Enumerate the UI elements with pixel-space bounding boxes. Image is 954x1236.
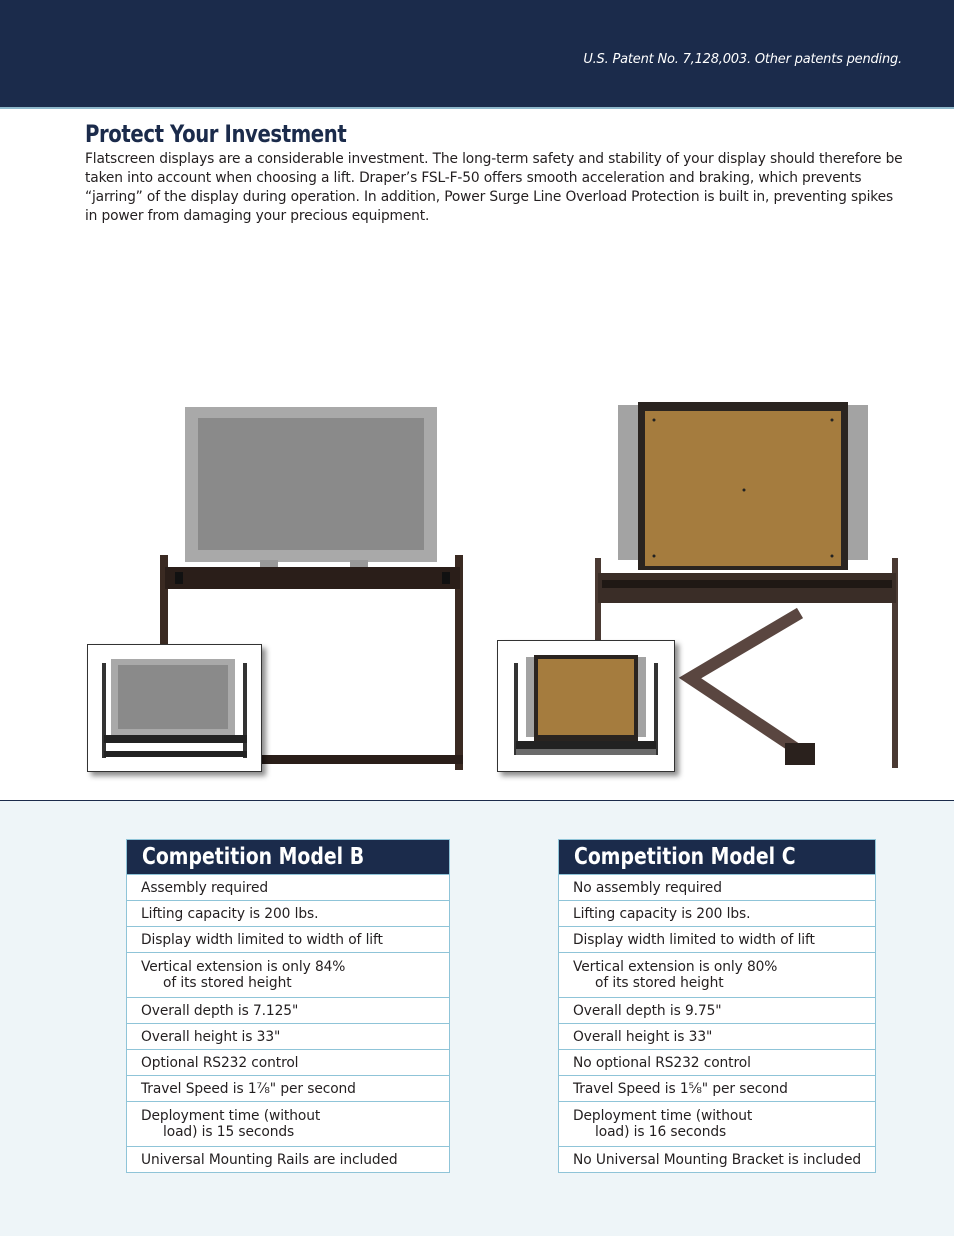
table-row: Universal Mounting Rails are included — [127, 1146, 449, 1172]
table-row: No optional RS232 control — [559, 1049, 875, 1075]
table-row: Overall depth is 7.125" — [127, 997, 449, 1023]
table-row: Overall depth is 9.75" — [559, 997, 875, 1023]
table-row: No assembly required — [559, 874, 875, 900]
table-title: Competition Model C — [559, 840, 875, 874]
table-title: Competition Model B — [127, 840, 449, 874]
model-c-thumbnail — [497, 640, 675, 772]
table-row: Optional RS232 control — [127, 1049, 449, 1075]
patent-note: U.S. Patent No. 7,128,003. Other patents… — [583, 52, 902, 67]
table-row: Lifting capacity is 200 lbs. — [127, 900, 449, 926]
table-row: Vertical extension is only 84%of its sto… — [127, 952, 449, 997]
table-row: Vertical extension is only 80%of its sto… — [559, 952, 875, 997]
section-title: Protect Your Investment — [85, 120, 347, 148]
table-row: No Universal Mounting Bracket is include… — [559, 1146, 875, 1172]
model-b-lift-photo — [160, 407, 463, 770]
intro-paragraph: Flatscreen displays are a considerable i… — [85, 151, 903, 224]
table-row: Overall height is 33" — [127, 1023, 449, 1049]
competition-model-c-table: Competition Model C No assembly required… — [558, 839, 876, 1173]
table-row: Travel Speed is 1⅝" per second — [559, 1075, 875, 1101]
table-row: Travel Speed is 1⅞" per second — [127, 1075, 449, 1101]
table-row: Display width limited to width of lift — [559, 926, 875, 952]
header-band: U.S. Patent No. 7,128,003. Other patents… — [0, 0, 954, 109]
competition-model-b-table: Competition Model B Assembly required Li… — [126, 839, 450, 1173]
model-b-thumbnail — [87, 644, 262, 772]
table-row: Lifting capacity is 200 lbs. — [559, 900, 875, 926]
table-row: Overall height is 33" — [559, 1023, 875, 1049]
table-row: Assembly required — [127, 874, 449, 900]
table-row: Display width limited to width of lift — [127, 926, 449, 952]
